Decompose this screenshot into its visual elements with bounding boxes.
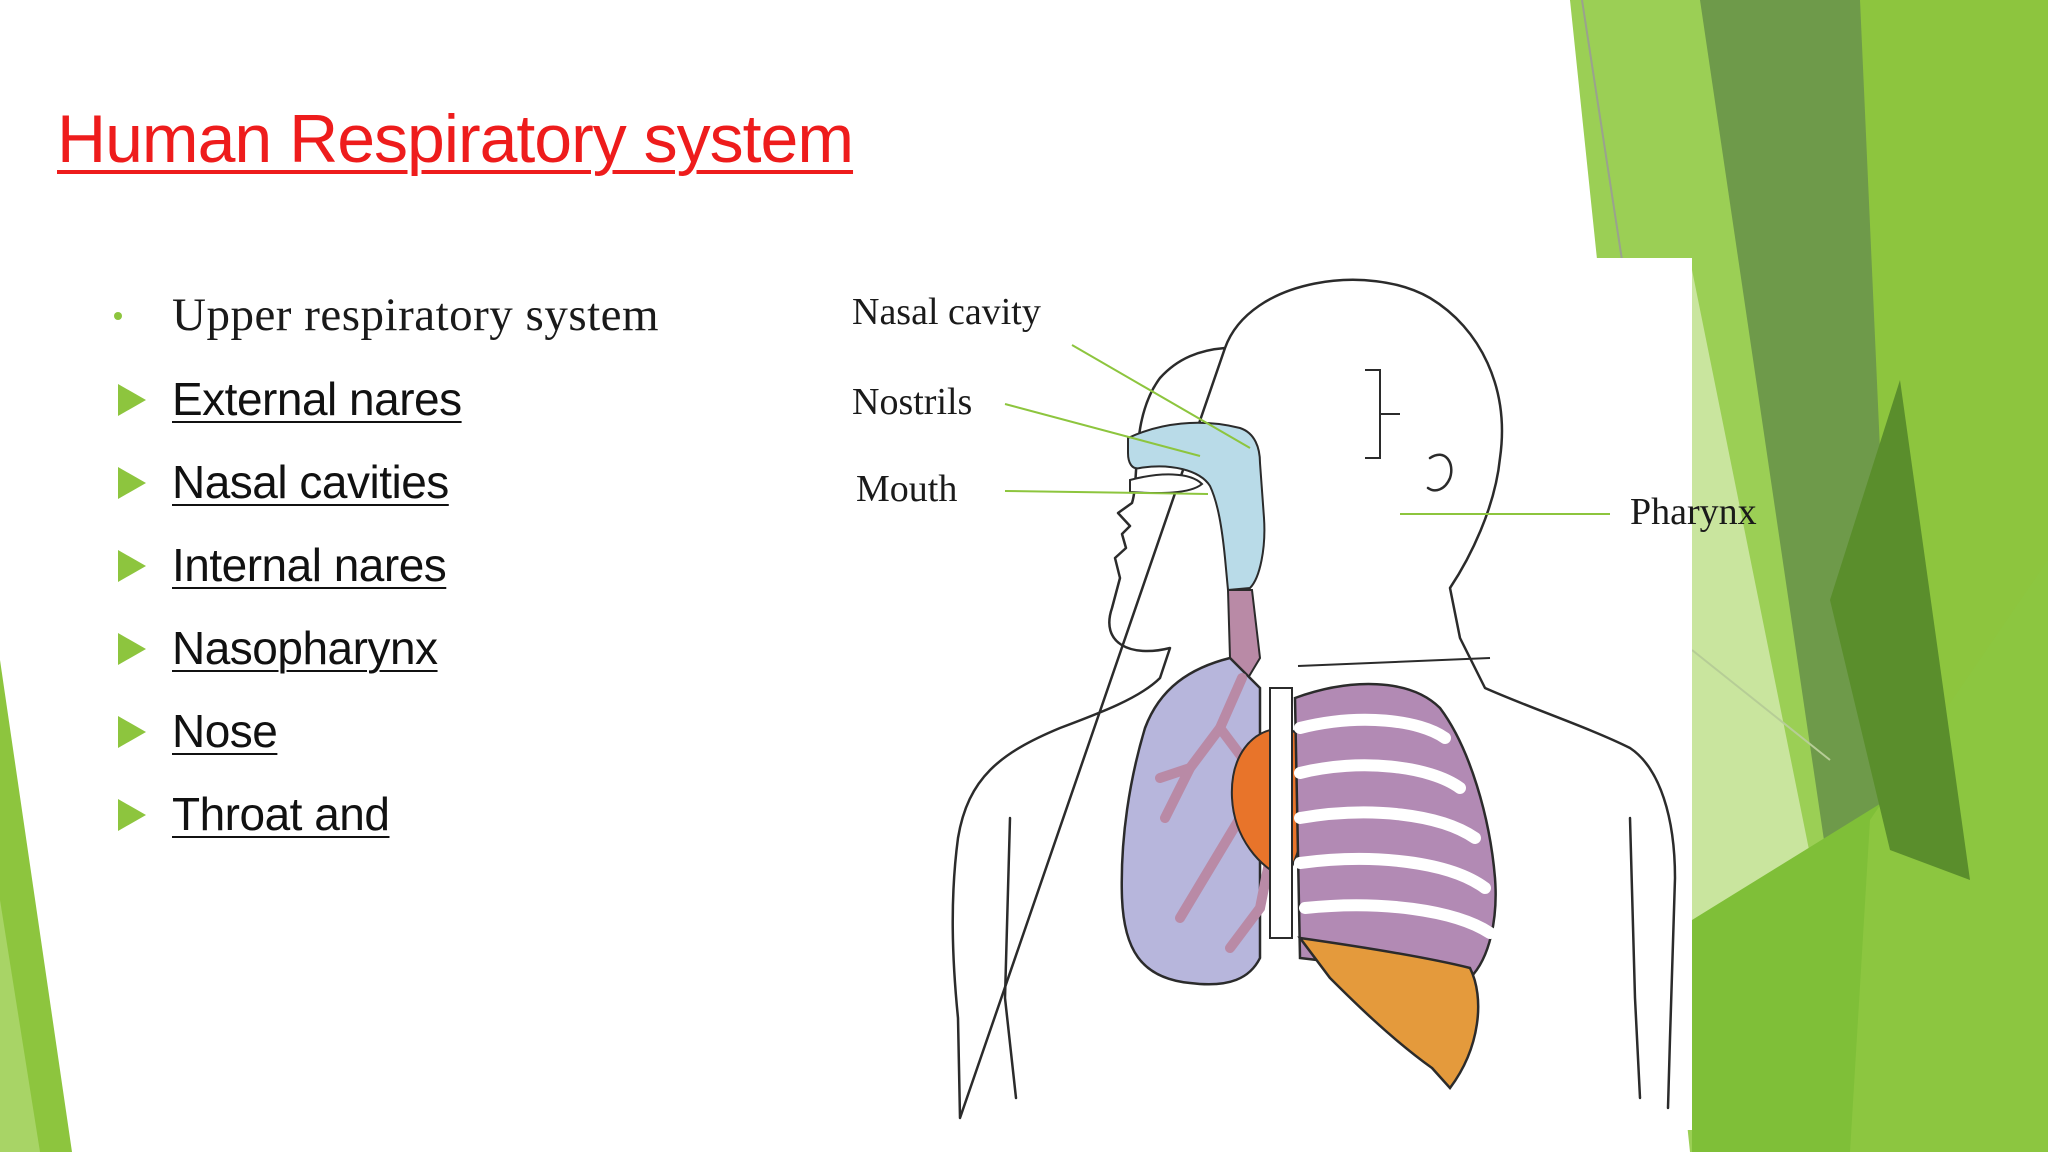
right-green-shape-deep xyxy=(1830,380,1970,880)
bullet-item: Upper respiratory system xyxy=(0,288,900,358)
bullet-link-nose[interactable]: Nose xyxy=(172,705,278,757)
clavicle xyxy=(1297,657,1491,667)
label-nasal-cavity: Nasal cavity xyxy=(852,291,1041,333)
triangle-bullet-icon xyxy=(118,550,146,582)
bullet-link-nasopharynx[interactable]: Nasopharynx xyxy=(172,622,438,674)
triangle-bullet-icon xyxy=(118,716,146,748)
ear xyxy=(1426,453,1453,492)
bullet-item[interactable]: Nasopharynx xyxy=(0,621,900,691)
bullet-dot-icon xyxy=(114,312,122,320)
pharynx-bracket xyxy=(1365,369,1400,459)
right-thin-line-2 xyxy=(1691,649,1831,761)
left-green-shape-light xyxy=(0,900,40,1152)
bullet-item[interactable]: Throat and xyxy=(0,787,900,857)
bullet-list: Upper respiratory system External nares … xyxy=(0,0,900,900)
triangle-bullet-icon xyxy=(118,467,146,499)
bullet-link-nasal-cavities[interactable]: Nasal cavities xyxy=(172,456,449,508)
bullet-text: Upper respiratory system xyxy=(172,289,660,341)
mouth-cavity xyxy=(1129,473,1204,495)
slide-title: Human Respiratory system xyxy=(57,101,854,177)
bullet-item[interactable]: Nasal cavities xyxy=(0,455,900,525)
label-nostrils: Nostrils xyxy=(852,381,973,423)
label-mouth: Mouth xyxy=(856,468,958,510)
bullet-item[interactable]: Internal nares xyxy=(0,538,900,608)
arm-line-left xyxy=(1003,816,1018,1100)
diaphragm xyxy=(1297,936,1480,1090)
triangle-bullet-icon xyxy=(118,799,146,831)
bullet-link-internal-nares[interactable]: Internal nares xyxy=(172,539,447,591)
label-pharynx: Pharynx xyxy=(1630,491,1757,533)
bullet-link-throat-and[interactable]: Throat and xyxy=(172,788,390,840)
respiratory-system-illustration xyxy=(830,258,1692,1130)
bullet-item[interactable]: External nares xyxy=(0,372,900,442)
triangle-bullet-icon xyxy=(118,633,146,665)
bullet-item[interactable]: Nose xyxy=(0,704,900,774)
triangle-bullet-icon xyxy=(118,384,146,416)
arm-line-right xyxy=(1628,816,1642,1100)
ribs xyxy=(1294,713,1496,939)
sternum xyxy=(1269,687,1293,939)
bullet-link-external-nares[interactable]: External nares xyxy=(172,373,462,425)
right-thin-line xyxy=(1581,0,1623,261)
